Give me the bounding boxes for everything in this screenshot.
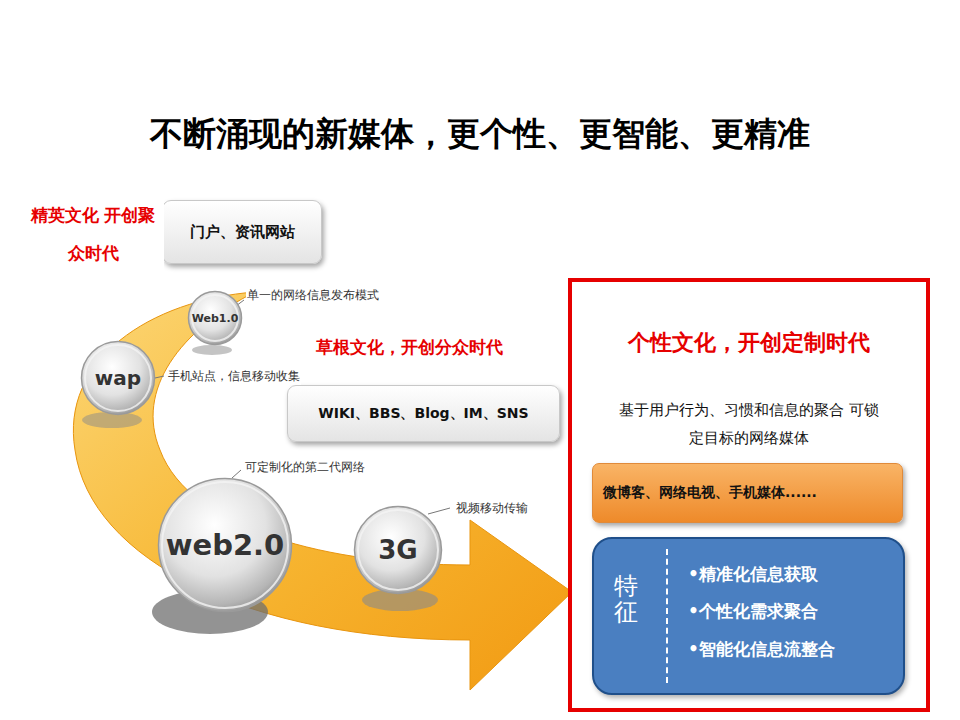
annotation: 单一的网络信息发布模式 bbox=[246, 287, 380, 304]
feature-item: •个性化需求聚合 bbox=[688, 600, 898, 623]
annotation: 可定制化的第二代网络 bbox=[244, 459, 366, 476]
feature-item: •智能化信息流整合 bbox=[688, 638, 898, 661]
node-text: WIKI、BBS、Blog、IM、SNS bbox=[318, 405, 528, 423]
feature-box: 特征 •精准化信息获取 •个性化需求聚合 •智能化信息流整合 bbox=[592, 537, 905, 695]
node-text: Web1.0 bbox=[192, 312, 239, 325]
custom-era-panel: 个性文化，开创定制时代基于用户行为、习惯和信息的聚合 可锁定目标的网络媒体微博客… bbox=[568, 278, 930, 712]
media-box: 微博客、网络电视、手机媒体...... bbox=[592, 463, 903, 523]
ball-rim bbox=[85, 345, 151, 411]
node-text: wap bbox=[95, 366, 141, 390]
web1-ball: Web1.0 bbox=[187, 290, 243, 346]
leader-line bbox=[155, 376, 164, 378]
3g-ball: 3G bbox=[353, 505, 443, 595]
ball bbox=[189, 292, 242, 345]
ball bbox=[355, 507, 442, 594]
annotation: 手机站点，信息移动收集 bbox=[167, 368, 301, 385]
wap-ball: wap bbox=[80, 340, 156, 416]
web2-ball: web2.0 bbox=[157, 477, 293, 613]
dashed-divider bbox=[666, 549, 668, 683]
leader-line bbox=[232, 470, 241, 478]
ball bbox=[82, 342, 155, 415]
era-label: 精英文化 开创聚众时代 bbox=[22, 196, 164, 272]
node-text: 门户、资讯网站 bbox=[190, 223, 295, 242]
panel-body: 基于用户行为、习惯和信息的聚合 可锁定目标的网络媒体 bbox=[619, 396, 879, 452]
web2-services-box: WIKI、BBS、Blog、IM、SNS bbox=[287, 385, 560, 442]
ball bbox=[159, 479, 292, 612]
portal-box: 门户、资讯网站 bbox=[162, 200, 322, 264]
panel-heading: 个性文化，开创定制时代 bbox=[572, 328, 926, 358]
era-label: 草根文化，开创分众时代 bbox=[315, 336, 504, 359]
ball-shadow bbox=[192, 345, 232, 355]
node-text: 微博客、网络电视、手机媒体...... bbox=[603, 484, 817, 502]
leader-line bbox=[428, 508, 450, 514]
annotation: 视频移动传输 bbox=[455, 500, 529, 517]
ball-rim bbox=[192, 295, 238, 341]
node-text: web2.0 bbox=[166, 528, 285, 562]
ball-rim bbox=[358, 510, 438, 590]
feature-item: •精准化信息获取 bbox=[688, 563, 898, 586]
feature-heading: 特征 bbox=[614, 573, 638, 626]
growth-arrow bbox=[73, 292, 572, 690]
slide-title: 不断涌现的新媒体，更个性、更智能、更精准 bbox=[0, 112, 960, 157]
node-text: 3G bbox=[378, 535, 417, 565]
ball-rim bbox=[162, 482, 288, 608]
